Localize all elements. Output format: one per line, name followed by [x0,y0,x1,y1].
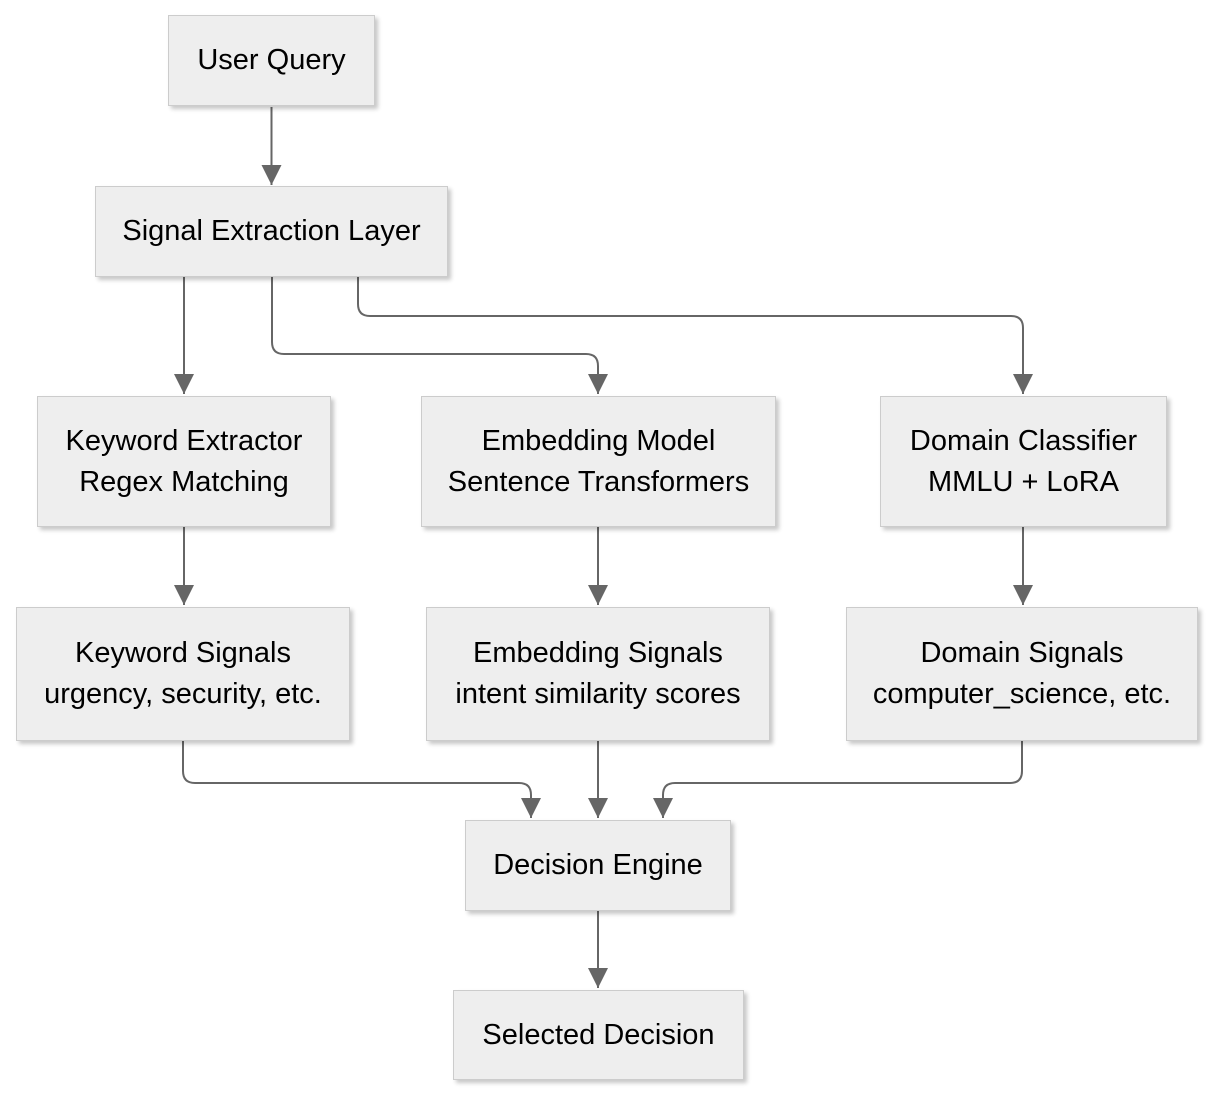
edge-domain-signals-to-decision-engine [653,741,1023,818]
edge-signal-extraction-to-domain-classifier [357,277,1033,394]
node-signal-extraction-layer: Signal Extraction Layer [95,186,448,277]
node-subtitle: Sentence Transformers [447,465,750,498]
node-title: Keyword Extractor [65,424,303,457]
node-title: Selected Decision [482,1018,715,1051]
node-title: Decision Engine [493,849,703,881]
node-title: Domain Signals [920,637,1124,669]
node-subtitle: MMLU + LoRA [928,465,1119,498]
node-domain-classifier: Domain Classifier MMLU + LoRA [880,396,1167,527]
node-user-query: User Query [168,15,375,106]
edge-keyword-signals-to-decision-engine [182,741,541,818]
node-domain-signals: Domain Signals computer_science, etc. [846,607,1198,741]
node-subtitle: computer_science, etc. [872,678,1172,710]
node-keyword-signals: Keyword Signals urgency, security, etc. [16,607,350,741]
node-keyword-extractor: Keyword Extractor Regex Matching [37,396,331,527]
node-title: Embedding Model [481,424,716,457]
edge-signal-extraction-to-embedding-model [271,277,608,394]
node-subtitle: urgency, security, etc. [44,678,322,710]
node-title: Embedding Signals [473,637,723,669]
node-subtitle: Regex Matching [79,465,289,498]
node-decision-engine: Decision Engine [465,820,731,911]
node-embedding-model: Embedding Model Sentence Transformers [421,396,776,527]
node-title: Domain Classifier [909,424,1138,457]
node-subtitle: intent similarity scores [455,678,741,710]
node-title: Signal Extraction Layer [122,215,421,247]
node-title: User Query [197,44,346,76]
node-embedding-signals: Embedding Signals intent similarity scor… [426,607,770,741]
node-selected-decision: Selected Decision [453,990,744,1080]
node-title: Keyword Signals [75,637,291,669]
